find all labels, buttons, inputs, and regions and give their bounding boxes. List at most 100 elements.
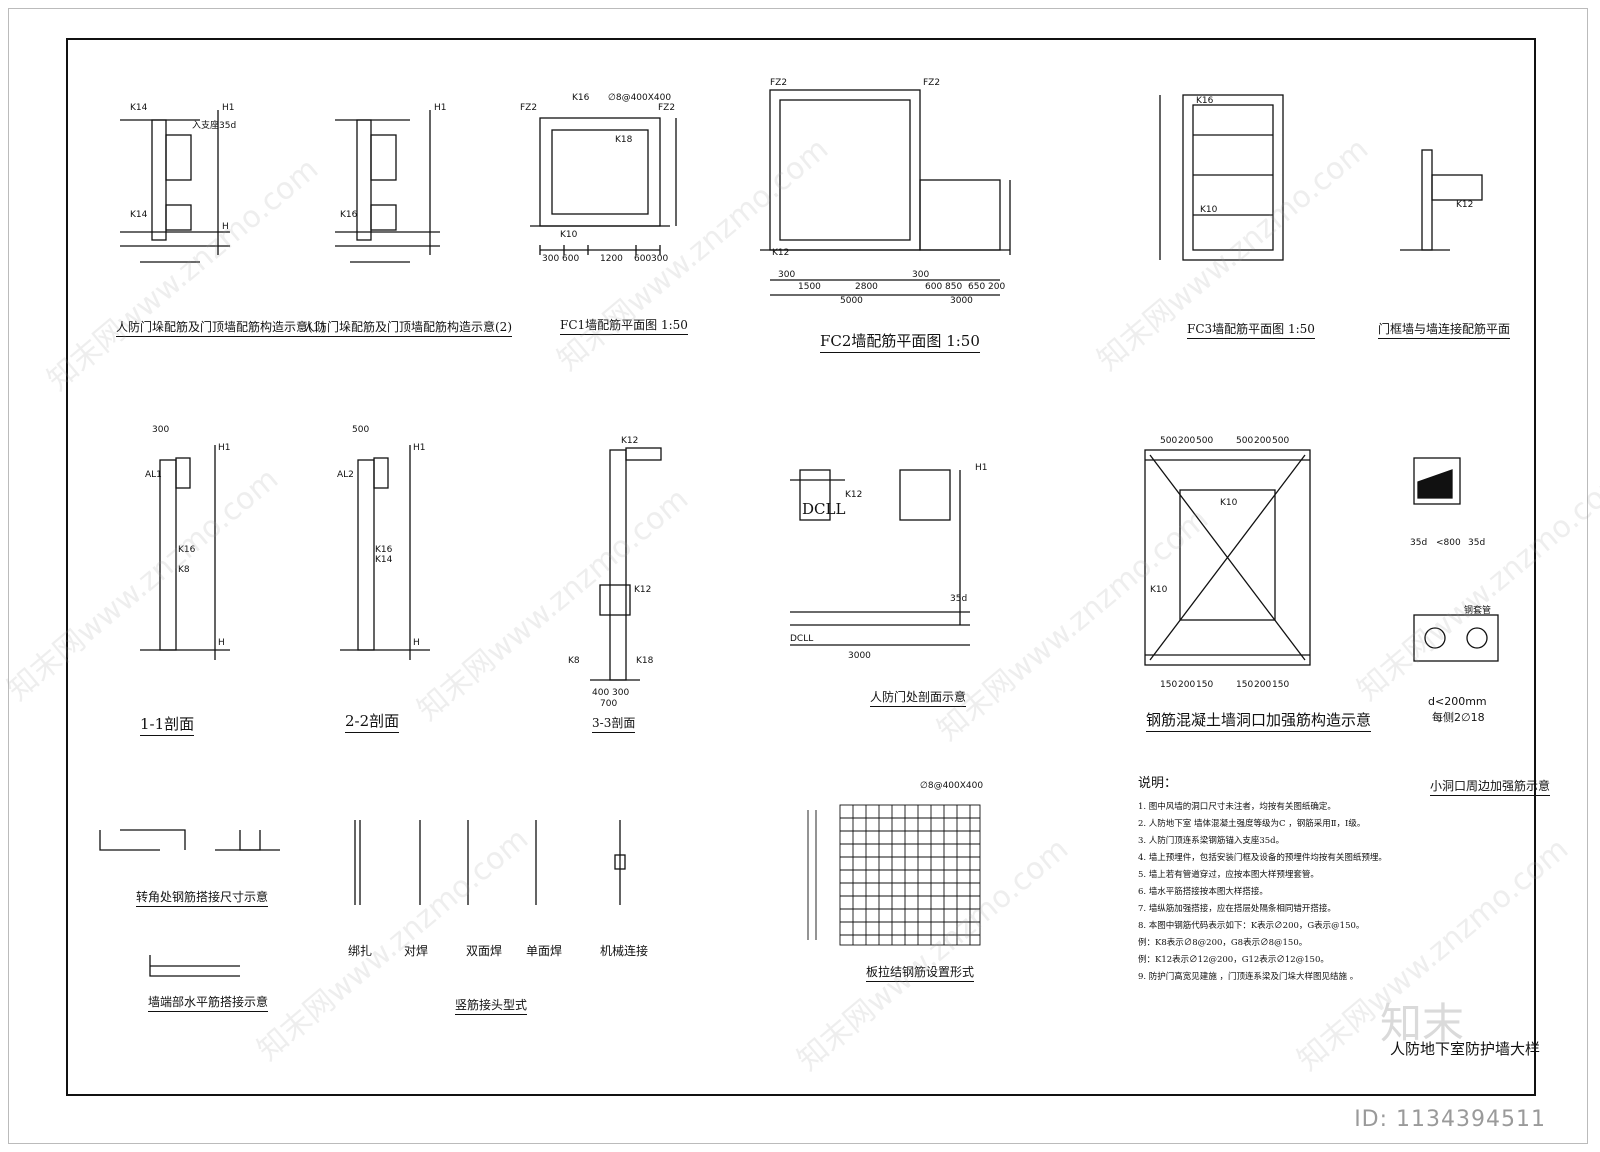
dim-sq-0: 35d: [1410, 538, 1428, 548]
fc3-plan: [1159, 94, 1284, 261]
label-dcll2: DCLL: [790, 634, 814, 644]
dim-op-5: 500: [1272, 436, 1290, 446]
dim-fc2-0: 300: [778, 270, 796, 280]
caption-section-2-2: 2-2剖面: [345, 710, 400, 733]
caption-fc2: FC2墙配筋平面图 1:50: [820, 330, 980, 353]
label-anchor: 入支座35d: [192, 121, 237, 131]
label-k12c: K12: [621, 436, 639, 446]
small-opening: [1413, 457, 1499, 662]
caption-section-3-3: 3-3剖面: [592, 714, 636, 733]
note-item: 1. 图中风墙的洞口尺寸未注者，均按有关图纸确定。: [1138, 802, 1336, 812]
label-hc: H: [413, 638, 420, 648]
note-item: 2. 人防地下室 墙体混凝土强度等级为C ，钢筋采用Ⅱ，Ⅰ级。: [1138, 819, 1366, 829]
joint-type-2: 双面焊: [466, 944, 503, 958]
label-k12d: K12: [634, 585, 652, 595]
caption-section-1-1: 1-1剖面: [140, 713, 195, 736]
dim-fc1-1: 600: [562, 254, 580, 264]
label-k12b: K12: [1456, 200, 1474, 210]
label-k10d: K10: [1150, 585, 1168, 595]
label-k8b: K8: [568, 656, 580, 666]
door-pier-detail-1: [120, 110, 230, 263]
section-3-3: [590, 447, 662, 681]
caption-fc1: FC1墙配筋平面图 1:50: [560, 316, 688, 335]
note-item: 8. 本图中钢筋代码表示如下：K表示∅200，G表示@150。: [1138, 921, 1365, 931]
dim-sq-2: 35d: [1468, 538, 1486, 548]
dim-33-1: 300: [612, 688, 630, 698]
door-section: [790, 469, 970, 646]
label-k18: K18: [615, 135, 633, 145]
label-h: H: [222, 222, 229, 232]
fc2-plan: [760, 89, 1011, 296]
dim-fc1-3: 600: [634, 254, 652, 264]
dim-op-1: 200: [1178, 436, 1196, 446]
label-k10: K10: [560, 230, 578, 240]
caption-door-section: 人防门处剖面示意: [870, 688, 967, 707]
note-item: 9. 防护门高宽见建施 ，门顶连系梁及门垛大样图见结施 。: [1138, 972, 1359, 982]
tie-bar-grid: [807, 804, 981, 946]
dim-fc2-4: 600: [925, 282, 943, 292]
caption-pier-2: 人防门垛配筋及门顶墙配筋构造示意(2): [303, 318, 512, 337]
dim-fc1-2: 1200: [600, 254, 623, 264]
dim-ob-1: 200: [1178, 680, 1196, 690]
label-k14b: K14: [130, 210, 148, 220]
caption-corner-lap: 转角处钢筋搭接尺寸示意: [136, 888, 269, 907]
label-h1e: H1: [975, 463, 988, 473]
label-k16e: K16: [375, 545, 393, 555]
dim-11: 300: [152, 425, 170, 435]
dim-op-2: 500: [1196, 436, 1214, 446]
joint-type-4: 机械连接: [600, 944, 649, 958]
door-pier-detail-2: [335, 110, 440, 263]
label-k12: K12: [772, 248, 790, 258]
dim-fc2-5: 850: [945, 282, 963, 292]
label-h1d: H1: [413, 443, 426, 453]
caption-vertical-joint: 竖筋接头型式: [455, 996, 528, 1015]
fc1-plan: [530, 117, 677, 255]
dim-op-4: 200: [1254, 436, 1272, 446]
dim-fc1-4: 300: [651, 254, 669, 264]
label-tie: ∅8@400X400: [608, 93, 672, 103]
label-h1: H1: [222, 103, 235, 113]
image-id: ID: 1134394511: [1354, 1107, 1546, 1132]
dim-33-2: 700: [600, 699, 618, 709]
dim-ob-4: 200: [1254, 680, 1272, 690]
outer-border: [8, 8, 1588, 1144]
label-k12e: K12: [845, 490, 863, 500]
watermark-logo: 知末: [1380, 999, 1465, 1048]
label-k10c: K10: [1220, 498, 1238, 508]
dim-fc2-1: 1500: [798, 282, 821, 292]
label-al2: AL2: [337, 470, 354, 480]
note-item: 4. 墙上预埋件，包括安装门框及设备的预埋件均按有关图纸预埋。: [1138, 853, 1387, 863]
note-item: 5. 墙上若有管道穿过，应按本图大样预埋套管。: [1138, 870, 1319, 880]
label-fz2d: FZ2: [923, 78, 941, 88]
dim-fc2-6: 650: [968, 282, 986, 292]
note-item: 6. 墙水平筋搭接按本图大样搭接。: [1138, 887, 1268, 897]
section-2-2: [340, 445, 430, 660]
dcll-detail: [790, 469, 845, 521]
dim-ob-5: 150: [1272, 680, 1290, 690]
caption-opening: 钢筋混凝土墙洞口加强筋构造示意: [1146, 709, 1372, 732]
label-35d: 35d: [950, 594, 968, 604]
notes-heading: 说明：: [1138, 776, 1178, 791]
joint-type-3: 单面焊: [526, 944, 563, 958]
label-k18b: K18: [636, 656, 654, 666]
dim-fc1-0: 300: [542, 254, 560, 264]
label-k14: K14: [130, 103, 148, 113]
opening-reinforcement: [1144, 449, 1311, 666]
joint-type-1: 对焊: [404, 944, 429, 958]
joint-type-0: 绑扎: [348, 944, 373, 958]
dim-op-3: 500: [1236, 436, 1254, 446]
caption-dcll: DCLL: [802, 500, 846, 518]
label-fz2c: FZ2: [770, 78, 788, 88]
label-k16c: K16: [1196, 96, 1214, 106]
dim-ob-3: 150: [1236, 680, 1254, 690]
note-item: 3. 人防门顶连系梁钢筋锚入支座35d。: [1138, 836, 1285, 846]
sheet-title: 人防地下室防护墙大样: [1390, 1040, 1541, 1058]
label-k8: K8: [178, 565, 190, 575]
tie-spacing: ∅8@400X400: [920, 781, 984, 791]
dim-ob-2: 150: [1196, 680, 1214, 690]
dim-op-0: 500: [1160, 436, 1178, 446]
frame-wall-connection: [1400, 149, 1483, 251]
dim-door: 3000: [848, 651, 871, 661]
label-k14c: K14: [375, 555, 393, 565]
